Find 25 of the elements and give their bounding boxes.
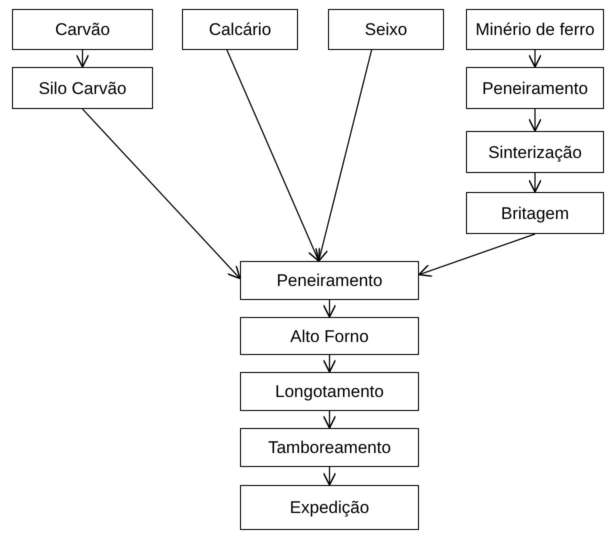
process-box: Calcário	[182, 9, 298, 50]
process-box: Peneiramento	[466, 67, 604, 109]
process-box: Sinterização	[466, 131, 604, 173]
process-box: Seixo	[328, 9, 444, 50]
arrow	[226, 48, 320, 262]
process-box: Peneiramento	[240, 261, 419, 300]
process-box: Carvão	[12, 9, 153, 50]
arrow	[315, 48, 373, 262]
process-box: Britagem	[466, 192, 604, 234]
arrow	[322, 467, 336, 486]
process-box: Silo Carvão	[12, 67, 153, 109]
process-box: Expedição	[240, 485, 419, 530]
arrow	[528, 173, 542, 193]
process-box: Longotamento	[240, 372, 419, 411]
process-box: Minério de ferro	[466, 9, 604, 50]
arrow	[322, 300, 336, 318]
arrow	[76, 50, 90, 68]
arrow	[322, 411, 336, 429]
process-box: Alto Forno	[240, 317, 419, 355]
arrow	[418, 233, 536, 278]
arrow	[322, 355, 336, 373]
arrow	[528, 109, 542, 132]
process-box: Tamboreamento	[240, 428, 419, 467]
arrow	[528, 50, 542, 68]
arrow	[82, 108, 241, 280]
